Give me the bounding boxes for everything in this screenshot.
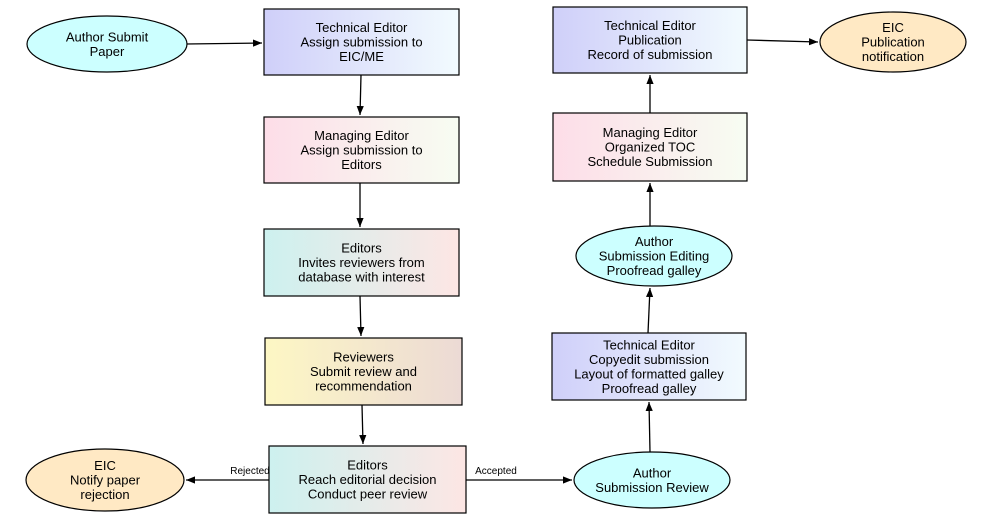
- node-me-toc-line-3: Schedule Submission: [587, 154, 712, 169]
- node-author-submit-line-1: Author Submit: [66, 29, 149, 44]
- node-tech-publication-box: [552, 6, 748, 74]
- node-editors-decision-line-2: Reach editorial decision: [298, 472, 436, 487]
- node-eic-reject-line-1: EIC: [94, 458, 116, 473]
- node-reviewers-line-1: Reviewers: [333, 350, 394, 365]
- node-me-assign-line-2: Assign submission to: [300, 143, 422, 158]
- node-eic-reject-line-3: rejection: [80, 487, 129, 502]
- node-me-toc-line-2: Organized TOC: [605, 140, 696, 155]
- node-author-editing-line-2: Submission Editing: [599, 249, 710, 264]
- node-tech-copyedit-line-2: Copyedit submission: [589, 352, 709, 367]
- node-tech-copyedit-line-4: Proofread galley: [602, 381, 697, 396]
- edge-editors-invite-to-reviewers: [357, 295, 365, 337]
- node-me-toc-line-1: Managing Editor: [603, 125, 698, 140]
- node-reviewers-line-2: Submit review and: [310, 364, 417, 379]
- node-eic-publication-line-2: Publication: [861, 35, 925, 50]
- edge-tech-copyedit-to-author-editing: [646, 287, 654, 334]
- node-tech-assign-line-1: Technical Editor: [316, 20, 408, 35]
- node-tech-assign-line-2: Assign submission to: [300, 35, 422, 50]
- edge-author-review-to-tech-copyedit: [645, 401, 653, 453]
- edge-tech-publication-to-eic-publication: [746, 38, 819, 46]
- node-reviewers-box: [264, 337, 463, 406]
- node-eic-publication-line-3: notification: [862, 49, 924, 64]
- edge-reviewers-to-editors-decision: [359, 404, 367, 445]
- node-tech-publication-line-2: Publication: [618, 33, 682, 48]
- node-tech-copyedit-line-1: Technical Editor: [603, 337, 695, 352]
- node-author-editing-line-3: Proofread galley: [607, 263, 702, 278]
- node-tech-assign-line-3: EIC/ME: [339, 49, 384, 64]
- node-author-review-line-2: Submission Review: [595, 480, 709, 495]
- node-author-editing-line-1: Author: [635, 234, 674, 249]
- node-tech-publication-line-3: Record of submission: [588, 47, 713, 62]
- node-me-assign-box: [263, 116, 460, 184]
- node-reviewers-line-3: recommendation: [315, 379, 412, 394]
- node-author-review-line-1: Author: [633, 465, 672, 480]
- node-editors-decision-box: [268, 445, 467, 514]
- edge-label-accepted: Accepted: [475, 466, 517, 477]
- node-editors-invite-line-3: database with interest: [298, 270, 425, 285]
- node-tech-publication-line-1: Technical Editor: [604, 18, 696, 33]
- node-editors-invite-line-1: Editors: [341, 241, 382, 256]
- node-eic-publication-line-1: EIC: [882, 20, 904, 35]
- node-me-assign-line-1: Managing Editor: [314, 128, 409, 143]
- node-me-toc-box: [552, 112, 748, 182]
- node-me-assign-line-3: Editors: [341, 157, 382, 172]
- edge-tech-assign-to-me-assign: [356, 74, 364, 116]
- node-author-submit-ellipse: [26, 15, 188, 73]
- node-author-editing-ellipse: [575, 225, 733, 287]
- node-editors-decision-line-3: Conduct peer review: [308, 487, 428, 502]
- edge-author-submit-to-tech-assign: [185, 39, 263, 47]
- node-eic-reject-line-2: Notify paper: [70, 473, 141, 488]
- node-editors-invite-box: [263, 228, 460, 297]
- node-tech-assign-box: [263, 8, 460, 76]
- edge-label-rejected: Rejected: [230, 466, 269, 477]
- node-tech-copyedit-line-3: Layout of formatted galley: [574, 366, 724, 381]
- node-eic-reject-ellipse: [25, 448, 185, 512]
- edge-layer: Rejected Accepted: [185, 38, 819, 484]
- node-eic-publication-ellipse: [819, 11, 967, 73]
- node-tech-copyedit-box: [551, 332, 747, 401]
- node-editors-invite-line-2: Invites reviewers from: [298, 255, 424, 270]
- node-author-submit-line-2: Paper: [90, 44, 125, 59]
- node-author-review-ellipse: [573, 451, 731, 509]
- node-editors-decision-line-1: Editors: [347, 458, 388, 473]
